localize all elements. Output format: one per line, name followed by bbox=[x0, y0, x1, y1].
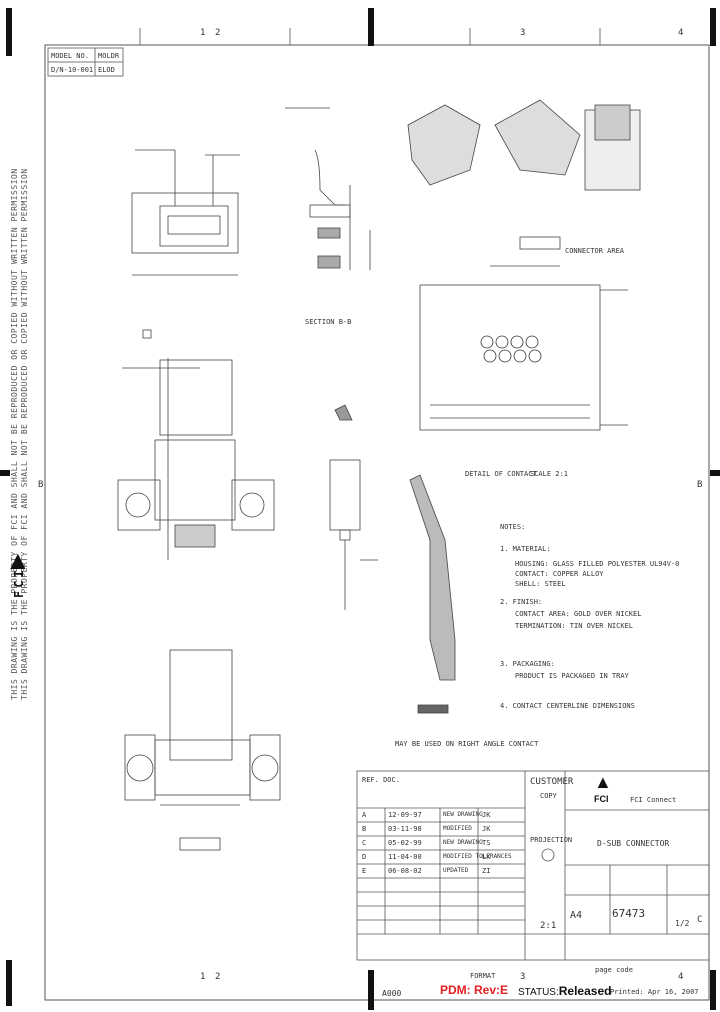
rev-desc: MODIFIED bbox=[443, 825, 472, 832]
zone-label: 1 bbox=[200, 972, 206, 982]
projection-label: PROJECTION bbox=[530, 836, 573, 844]
side-logo-text: FCI bbox=[12, 567, 26, 598]
pdm-revision: PDM: Rev:E bbox=[440, 983, 509, 997]
note-line: SHELL: STEEL bbox=[515, 580, 566, 588]
rev-by: TS bbox=[482, 839, 491, 847]
model-code: MOLDR bbox=[98, 52, 120, 60]
page-code-label: page code bbox=[595, 966, 633, 974]
zone-label: 3 bbox=[520, 28, 526, 38]
rev-letter: A bbox=[362, 811, 367, 819]
status-value: Released bbox=[558, 984, 612, 998]
sheet-number: 1/2 bbox=[675, 919, 690, 928]
rev-date: 12-09-97 bbox=[388, 811, 422, 819]
drawing-title: D-SUB CONNECTOR bbox=[597, 839, 670, 848]
connector-area-label: CONNECTOR AREA bbox=[565, 247, 625, 255]
drawing-number: 67473 bbox=[612, 907, 646, 920]
rev-date: 06-08-02 bbox=[388, 867, 422, 875]
rev-desc: NEW DRAWING bbox=[443, 811, 483, 818]
format-label: FORMAT bbox=[470, 972, 496, 980]
rev-date: 11-04-00 bbox=[388, 853, 422, 861]
zone-label: 4 bbox=[678, 972, 684, 982]
note-line: HOUSING: GLASS FILLED POLYESTER UL94V-0 bbox=[515, 560, 680, 568]
part-number: D/N-10-001 bbox=[51, 66, 94, 74]
note-line: PRODUCT IS PACKAGED IN TRAY bbox=[515, 672, 629, 680]
notes-title: NOTES: bbox=[500, 523, 526, 531]
bottom-note: MAY BE USED ON RIGHT ANGLE CONTACT bbox=[395, 740, 539, 748]
rev-by: LK bbox=[482, 853, 491, 861]
zone-label: B bbox=[697, 480, 703, 490]
zone-label: 2 bbox=[215, 972, 221, 982]
scale-label: SCALE 2:1 bbox=[530, 470, 568, 478]
rev-letter: D bbox=[362, 853, 367, 861]
side-text: THIS DRAWING IS THE PROPERTY OF FCI AND … bbox=[10, 168, 19, 700]
note-line: CONTACT: COPPER ALLOY bbox=[515, 570, 604, 578]
rev-desc: UPDATED bbox=[443, 867, 469, 874]
ref-doc-label: REF. DOC. bbox=[362, 776, 400, 784]
note-line: 4. CONTACT CENTERLINE DIMENSIONS bbox=[500, 702, 635, 710]
rev-by: JK bbox=[482, 811, 491, 819]
size-value: A4 bbox=[570, 910, 583, 921]
side-text: THIS DRAWING IS THE PROPERTY OF FCI AND … bbox=[20, 168, 29, 700]
rev-date: 03-11-98 bbox=[388, 825, 422, 833]
rev-desc: NEW DRAWING bbox=[443, 839, 483, 846]
note-line: 2. FINISH: bbox=[500, 598, 543, 606]
zone-label: 1 bbox=[200, 28, 206, 38]
company-full: FCI Connect bbox=[630, 796, 677, 804]
zone-label: 2 bbox=[215, 28, 221, 38]
zone-label: C bbox=[697, 915, 703, 925]
note-line: TERMINATION: TIN OVER NICKEL bbox=[515, 622, 634, 630]
status-label: STATUS:Released bbox=[518, 984, 611, 998]
zone-label: B bbox=[38, 480, 44, 490]
rev-letter: C bbox=[362, 839, 367, 847]
copy-label: COPY bbox=[540, 792, 557, 800]
detail-label: DETAIL OF CONTACT bbox=[465, 470, 537, 478]
note-line: 3. PACKAGING: bbox=[500, 660, 555, 668]
status-key: STATUS: bbox=[518, 987, 559, 998]
customer-label: CUSTOMER bbox=[530, 777, 574, 787]
printed-date: Printed: Apr 16, 2007 bbox=[610, 988, 699, 996]
footer-code: A000 bbox=[382, 989, 402, 998]
rev-by: ZI bbox=[482, 867, 491, 875]
rev-letter: E bbox=[362, 867, 367, 875]
fci-side-logo-icon: ▲ bbox=[5, 545, 31, 575]
fci-logo-icon: ▲ bbox=[594, 772, 612, 792]
rev-by: JK bbox=[482, 825, 491, 833]
company-name: FCI bbox=[594, 794, 609, 804]
rev-desc: MODIFIED TOLERANCES bbox=[443, 853, 512, 860]
note-line: CONTACT AREA: GOLD OVER NICKEL bbox=[515, 610, 642, 618]
rev-code: ELOD bbox=[98, 66, 115, 74]
model-label: MODEL NO. bbox=[51, 52, 89, 60]
zone-label: 3 bbox=[520, 972, 526, 982]
note-line: 1. MATERIAL: bbox=[500, 545, 551, 553]
rev-letter: B bbox=[362, 825, 367, 833]
scale-value: 2:1 bbox=[540, 921, 557, 931]
section-label: SECTION B-B bbox=[305, 318, 352, 326]
zone-label: 4 bbox=[678, 28, 684, 38]
rev-date: 05-02-99 bbox=[388, 839, 422, 847]
